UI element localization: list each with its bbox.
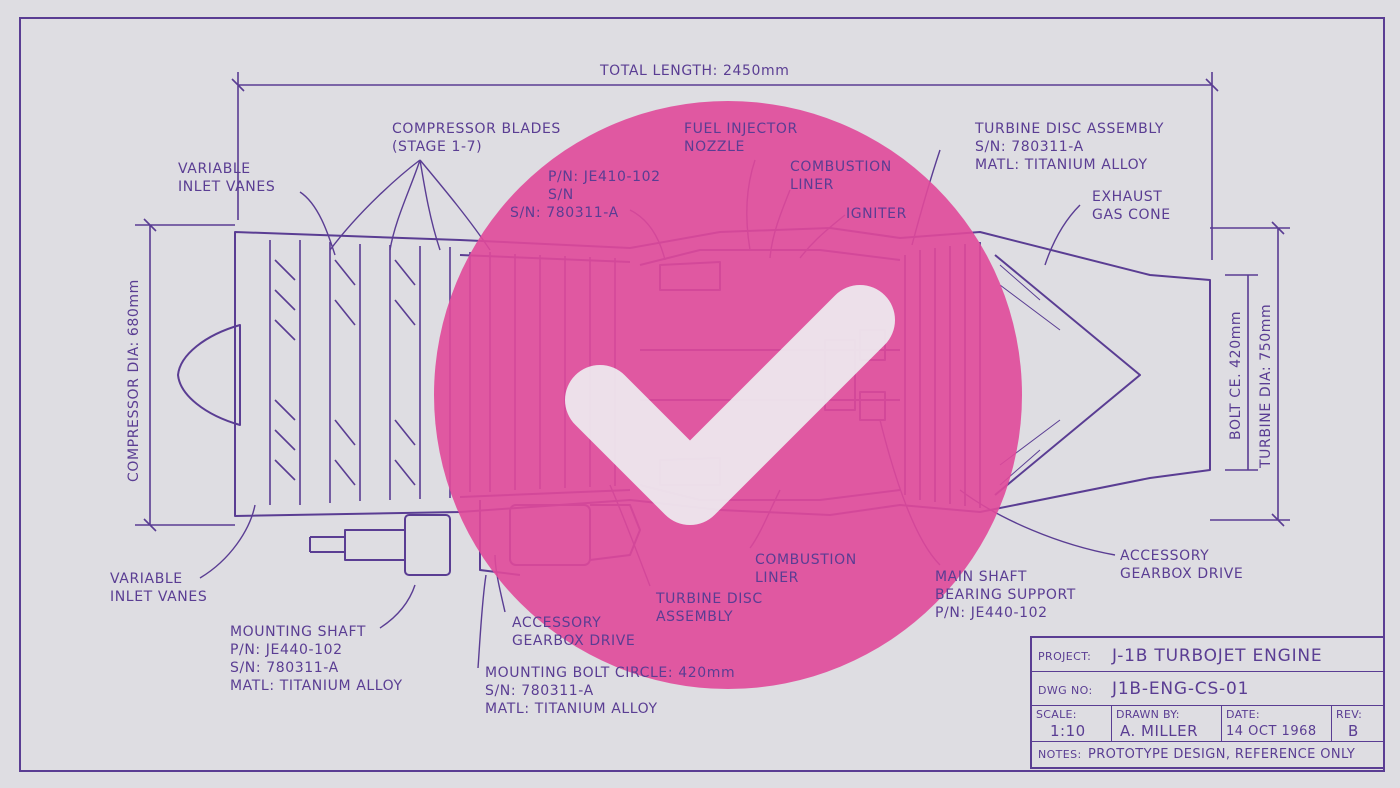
notes-value: PROTOTYPE DESIGN, REFERENCE ONLY xyxy=(1088,747,1356,762)
approval-stamp xyxy=(434,101,1022,689)
date-key: DATE: xyxy=(1226,708,1260,721)
scale-key: SCALE: xyxy=(1036,708,1077,721)
bolt-ce-label: BOLT CE. 420mm xyxy=(1228,310,1244,440)
title-block-dwg-row: DWG NO: J1B-ENG-CS-01 xyxy=(1032,672,1383,706)
mounting-shaft-tip xyxy=(309,536,345,553)
rev-value: B xyxy=(1348,722,1359,740)
exhaust-cone xyxy=(994,254,1141,496)
turbine-dia-dim xyxy=(1210,221,1290,527)
bolt-ce-dim xyxy=(1225,274,1258,471)
notes-key: NOTES: xyxy=(1038,748,1082,761)
label-igniter: IGNITER xyxy=(846,206,907,222)
stamp-circle xyxy=(434,101,1022,689)
drawn-by-value: A. MILLER xyxy=(1120,722,1199,740)
nose-spinner xyxy=(177,324,241,426)
date-cell: DATE: 14 OCT 1968 xyxy=(1222,706,1332,741)
label-compressor-blades: COMPRESSOR BLADES(STAGE 1-7) xyxy=(392,121,561,155)
title-block: PROJECT: J-1B TURBOJET ENGINE DWG NO: J1… xyxy=(1030,636,1385,769)
compressor-dia-label: COMPRESSOR DIA: 680mm xyxy=(126,279,142,482)
dwg-key: DWG NO: xyxy=(1038,684,1093,697)
title-block-project-row: PROJECT: J-1B TURBOJET ENGINE xyxy=(1032,638,1383,672)
drawn-by-cell: DRAWN BY: A. MILLER xyxy=(1112,706,1222,741)
project-key: PROJECT: xyxy=(1038,650,1092,663)
dwg-value: J1B-ENG-CS-01 xyxy=(1112,679,1250,699)
total-length-dim xyxy=(231,72,1219,260)
total-length-label: TOTAL LENGTH: 2450mm xyxy=(600,63,790,79)
title-block-info-row: SCALE: 1:10 DRAWN BY: A. MILLER DATE: 14… xyxy=(1032,706,1383,742)
exhaust-shading xyxy=(999,264,1061,486)
project-value: J-1B TURBOJET ENGINE xyxy=(1112,646,1323,666)
drawn-by-key: DRAWN BY: xyxy=(1116,708,1180,721)
dimension-lines xyxy=(135,72,1290,532)
compressor-dia-dim xyxy=(135,218,235,532)
rev-key: REV: xyxy=(1336,708,1363,721)
mounting-shaft-end xyxy=(344,529,406,561)
date-value: 14 OCT 1968 xyxy=(1226,724,1317,739)
check-mark-icon xyxy=(565,285,895,525)
sheet-border xyxy=(19,17,1385,772)
title-block-notes-row: NOTES: PROTOTYPE DESIGN, REFERENCE ONLY xyxy=(1032,742,1383,769)
scale-value: 1:10 xyxy=(1050,722,1086,740)
rev-cell: REV: B xyxy=(1332,706,1383,741)
mounting-shaft-body xyxy=(404,514,451,576)
turbine-dia-label: TURBINE DIA: 750mm xyxy=(1258,303,1274,468)
scale-cell: SCALE: 1:10 xyxy=(1032,706,1112,741)
